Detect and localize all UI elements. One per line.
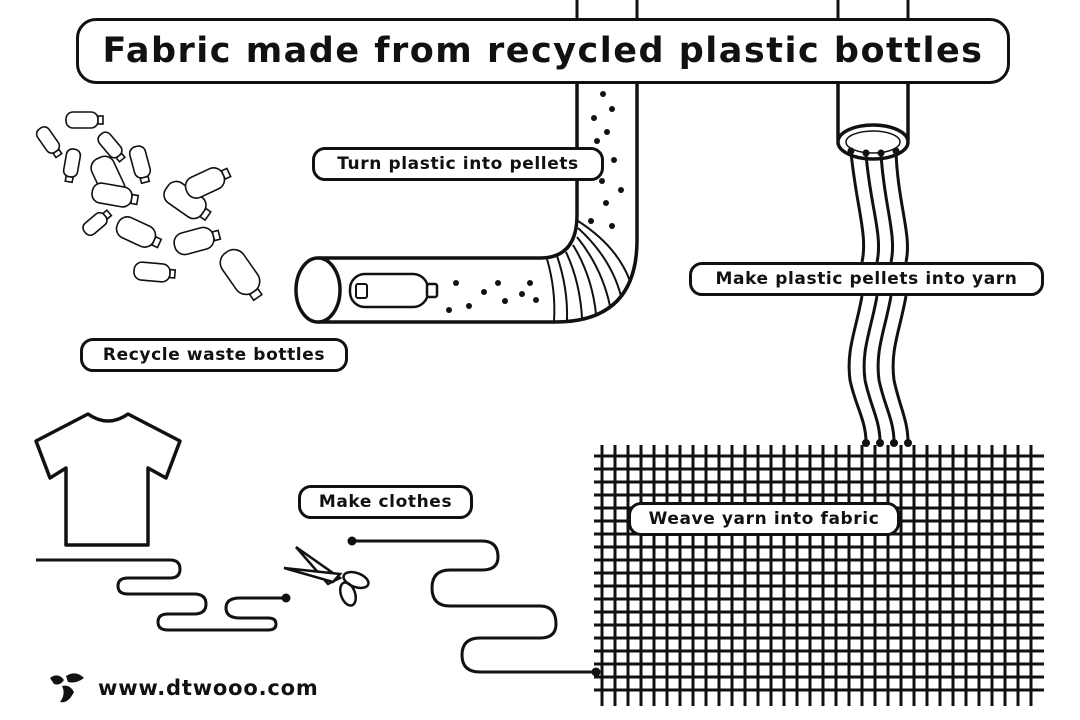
yarn-strands [847,151,910,443]
woven-fabric [594,445,1044,706]
waste-bottles [35,111,263,302]
step-label-pellets: Turn plastic into pellets [312,147,604,181]
step-label-weave: Weave yarn into fabric [628,502,900,536]
scissors-icon [283,545,370,607]
pellets [446,91,624,313]
step-label-recycle: Recycle waste bottles [80,338,348,372]
thread [36,539,596,674]
thread-ends [281,536,601,677]
pellet-pipe [294,84,639,324]
extruder [836,84,910,161]
top-pipes [575,0,910,18]
step-label-yarn: Make plastic pellets into yarn [689,262,1044,296]
extruder-holes [847,147,900,157]
title-banner: Fabric made from recycled plastic bottle… [76,18,1010,84]
footer-url: www.dtwooo.com [98,676,319,700]
yarn-knots [862,439,912,447]
t-shirt-icon [34,412,182,547]
page-title: Fabric made from recycled plastic bottle… [102,31,984,71]
dtwooo-logo-icon [50,673,84,703]
step-label-clothes: Make clothes [298,485,473,519]
